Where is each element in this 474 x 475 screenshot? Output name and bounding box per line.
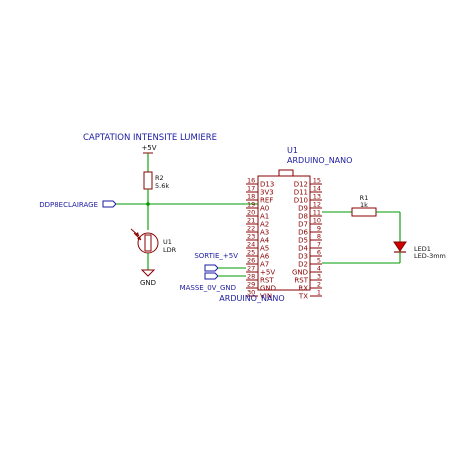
pin-number-left: 23: [247, 233, 255, 241]
pin-name-left: GND: [260, 285, 276, 293]
masse-net-label: MASSE_0V_GND: [180, 284, 236, 292]
pin-name-right: TX: [298, 293, 308, 301]
pin-number-left: 27: [247, 265, 255, 273]
pin-number-right: 12: [313, 201, 321, 209]
pin-number-right: 15: [313, 177, 321, 185]
arduino-name: ARDUINO_NANO: [287, 156, 352, 165]
pin-name-right: D12: [294, 181, 308, 189]
pin-number-left: 19: [247, 201, 255, 209]
pin-name-right: RX: [298, 285, 308, 293]
pin-name-right: D9: [298, 205, 308, 213]
pin-name-right: D3: [298, 253, 308, 261]
pin-number-left: 24: [247, 241, 255, 249]
schematic-title: CAPTATION INTENSITE LUMIERE: [83, 133, 217, 143]
pin-name-left: A0: [260, 205, 269, 213]
pin-number-left: 20: [247, 209, 255, 217]
pin-name-left: +5V: [260, 269, 275, 277]
ldr-value: LDR: [163, 246, 177, 254]
sortie-net-label: SORTIE_+5V: [194, 252, 238, 260]
r1-resistor: [351, 207, 377, 217]
light-arrowhead-2: [137, 236, 141, 240]
r1-value: 1k: [360, 201, 368, 209]
pin-name-left: A1: [260, 213, 269, 221]
pin-name-right: D2: [298, 261, 308, 269]
pin-name-right: GND: [292, 269, 308, 277]
vcc-label: +5V: [141, 144, 156, 152]
pin-number-left: 22: [247, 225, 255, 233]
pin-name-left: REF: [260, 197, 273, 205]
arduino-footer: ARDUINO_NANO: [219, 294, 284, 303]
pin-number-left: 21: [247, 217, 255, 225]
pin-number-left: 29: [247, 281, 255, 289]
pin-number-right: 2: [317, 281, 321, 289]
arduino-usb: [278, 169, 294, 177]
r1-ref: R1: [360, 194, 369, 202]
pin-name-left: D13: [260, 181, 274, 189]
pin-number-left: 17: [247, 185, 255, 193]
input-port-symbol: [102, 200, 117, 208]
ldr-element: [144, 234, 152, 252]
pin-number-left: 16: [247, 177, 255, 185]
led-body: [393, 241, 407, 252]
led-ref: LED1: [414, 245, 431, 253]
pin-number-left: 28: [247, 273, 255, 281]
r2-resistor: [143, 171, 153, 190]
arduino-ref: U1: [287, 146, 298, 155]
sortie-port-symbol: [204, 264, 219, 272]
pin-number-left: 30: [247, 289, 255, 297]
pin-name-right: D10: [294, 197, 308, 205]
pin-number-right: 7: [317, 241, 321, 249]
led-value: LED-3mm: [414, 252, 446, 260]
pin-name-right: D11: [294, 189, 308, 197]
r2-ref: R2: [155, 174, 164, 182]
light-arrowhead-1: [135, 232, 139, 236]
input-net-label: DDP8ECLAIRAGE: [39, 201, 98, 209]
pin-name-left: A6: [260, 253, 270, 261]
r2-value: 5.6k: [155, 182, 169, 190]
pin-number-right: 9: [317, 225, 321, 233]
pin-name-right: D5: [298, 237, 308, 245]
pin-name-right: RST: [294, 277, 308, 285]
gnd-symbol: [140, 269, 156, 277]
pin-number-right: 4: [317, 265, 321, 273]
pin-name-left: VIN: [260, 293, 272, 301]
pin-number-right: 6: [317, 249, 321, 257]
gnd-label: GND: [140, 279, 156, 287]
pin-number-left: 25: [247, 249, 255, 257]
pin-name-left: RST: [260, 277, 274, 285]
pin-number-right: 8: [317, 233, 321, 241]
pin-name-left: A4: [260, 237, 270, 245]
pin-number-left: 18: [247, 193, 255, 201]
pin-name-right: D7: [298, 221, 308, 229]
pin-number-right: 5: [317, 257, 321, 265]
pin-name-right: D4: [298, 245, 308, 253]
pin-number-right: 11: [313, 209, 321, 217]
pin-number-right: 1: [317, 289, 321, 297]
pin-name-left: A5: [260, 245, 269, 253]
pin-number-left: 26: [247, 257, 255, 265]
masse-port-symbol: [204, 272, 219, 280]
pin-name-left: 3V3: [260, 189, 274, 197]
pin-number-right: 14: [313, 185, 321, 193]
pin-name-right: D8: [298, 213, 308, 221]
pin-name-left: A3: [260, 229, 269, 237]
pin-name-right: D6: [298, 229, 308, 237]
pin-name-left: A2: [260, 221, 269, 229]
pin-number-right: 3: [317, 273, 321, 281]
ldr-ref: U1: [163, 238, 172, 246]
pin-number-right: 13: [313, 193, 321, 201]
pin-number-right: 10: [313, 217, 321, 225]
pin-name-left: A7: [260, 261, 269, 269]
ldr-body: [137, 232, 159, 254]
